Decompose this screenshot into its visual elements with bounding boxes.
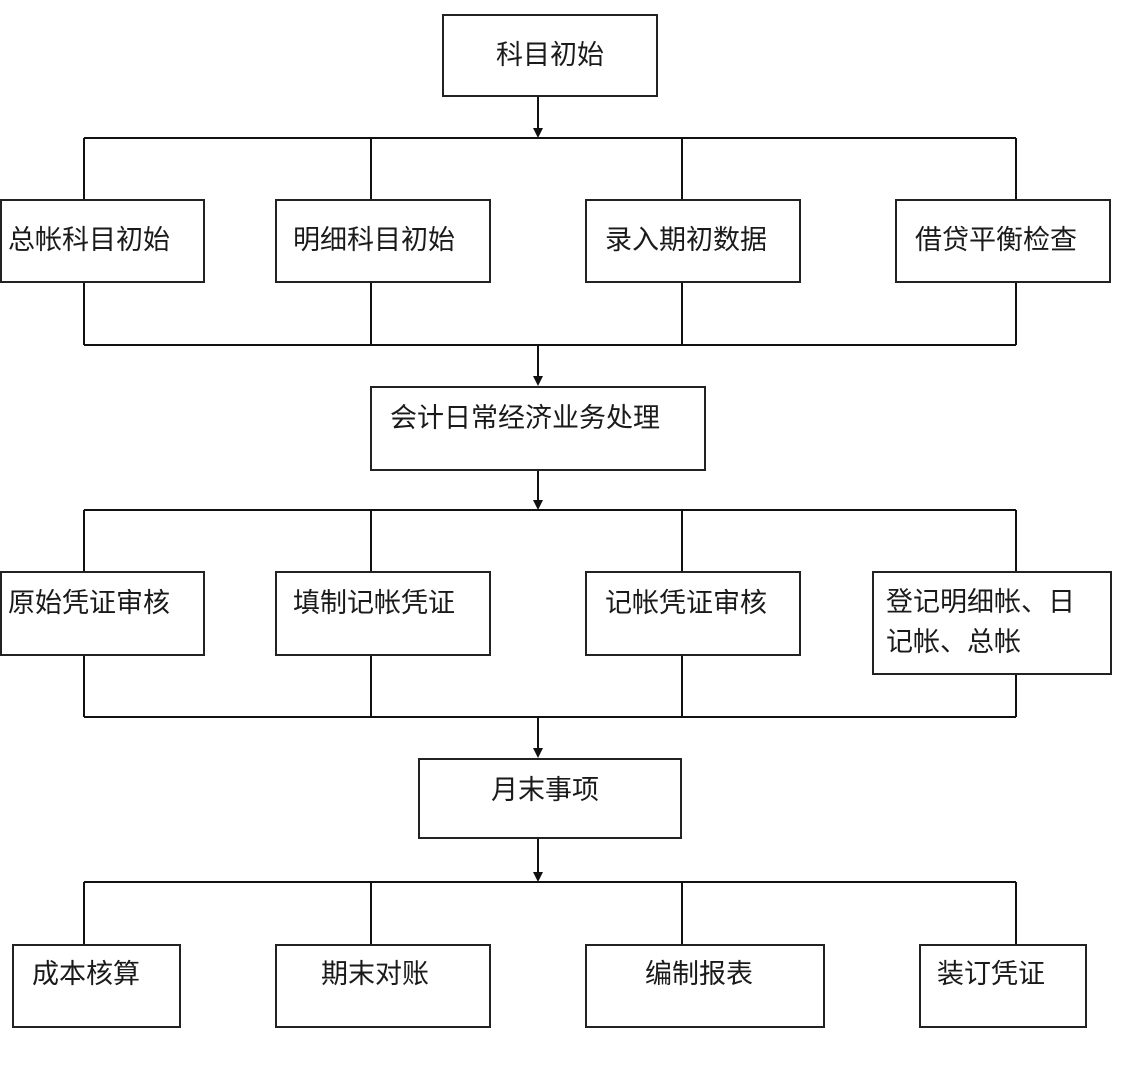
node-daily-step-4: 登记明细帐、日记帐、总帐: [872, 571, 1112, 675]
node-label: 总帐科目初始: [8, 225, 170, 256]
node-label: 录入期初数据: [605, 225, 767, 256]
node-month-end-step-2: 期末对账: [275, 944, 491, 1028]
node-daily-step-3: 记帐凭证审核: [585, 571, 801, 656]
node-init-step-4: 借贷平衡检查: [895, 199, 1111, 283]
node-init-step-3: 录入期初数据: [585, 199, 801, 283]
node-label: 记帐凭证审核: [605, 588, 767, 619]
node-month-end-step-1: 成本核算: [12, 944, 181, 1028]
node-init-step-1: 总帐科目初始: [0, 199, 205, 283]
node-month-end-step-3: 编制报表: [585, 944, 825, 1028]
node-daily-step-2: 填制记帐凭证: [275, 571, 491, 656]
node-label: 编制报表: [645, 959, 753, 990]
node-label: 借贷平衡检查: [915, 225, 1077, 256]
node-label: 填制记帐凭证: [293, 588, 455, 619]
node-root: 科目初始: [442, 14, 658, 97]
node-daily-step-1: 原始凭证审核: [0, 571, 205, 656]
node-month-end-label: 月末事项: [491, 775, 599, 806]
node-init-step-2: 明细科目初始: [275, 199, 491, 283]
node-label: 原始凭证审核: [8, 588, 170, 619]
node-label: 成本核算: [32, 959, 140, 990]
node-label: 期末对账: [321, 959, 429, 990]
node-month-end: 月末事项: [418, 758, 682, 839]
node-label: 明细科目初始: [293, 225, 455, 256]
node-daily-label: 会计日常经济业务处理: [390, 403, 660, 434]
node-label: 登记明细帐、日记帐、总帐: [886, 587, 1075, 658]
node-label: 装订凭证: [937, 959, 1045, 990]
node-month-end-step-4: 装订凭证: [919, 944, 1087, 1028]
node-root-label: 科目初始: [496, 39, 604, 71]
node-daily: 会计日常经济业务处理: [370, 386, 706, 471]
